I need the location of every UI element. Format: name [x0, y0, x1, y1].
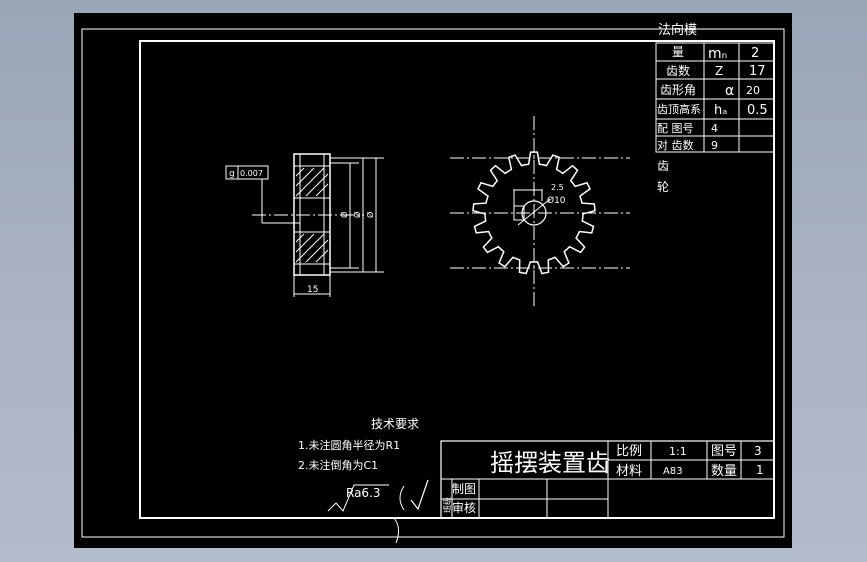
- material-value: A83: [663, 466, 683, 477]
- outer-frame: [81, 28, 785, 538]
- drawing-no-label: 图号: [711, 444, 737, 459]
- bore-circle: [521, 200, 547, 226]
- scale-value: 1:1: [669, 445, 687, 458]
- param-symbol-pressure-angle: α: [725, 83, 734, 99]
- tech-req-item-1: 1.未注圆角半径为R1: [298, 438, 400, 452]
- param-symbol-module: mₙ: [708, 46, 727, 62]
- tech-req-title: 技术要求: [371, 417, 419, 431]
- param-value-mate-drawing: 4: [711, 122, 718, 135]
- tech-req-item-2: 2.未注倒角为C1: [298, 458, 378, 472]
- width-dimension: 15: [307, 285, 318, 295]
- dim-label-1: Ø: [339, 212, 349, 218]
- front-view: 2.5 Ø10: [450, 116, 630, 308]
- tolerance-value: 0.007: [240, 169, 263, 178]
- param-label-module: 量: [672, 45, 684, 59]
- dim-label-2: Ø: [352, 212, 362, 218]
- dim-label-3: Ø: [365, 212, 375, 218]
- open-paren-icon: [399, 485, 405, 511]
- keyway: [513, 205, 525, 221]
- title-block: 摇摆装置齿 比例 1:1 图号 3 材料 A83 数量 1 制图 审核 班级: [440, 440, 775, 519]
- svg-text:g: g: [229, 169, 235, 179]
- param-label-mate-drawing: 配 图号: [657, 122, 694, 135]
- side-note-1: 齿: [657, 159, 669, 173]
- param-value-addendum: 0.5: [747, 103, 768, 118]
- side-label: 班级: [442, 497, 452, 513]
- keyway-dimension: 2.5: [551, 183, 564, 192]
- param-symbol-addendum: hₐ: [714, 103, 727, 118]
- param-symbol-teeth: Z: [715, 64, 723, 78]
- tolerance-frame: g 0.007: [225, 165, 300, 224]
- param-table: 法向模 量 mₙ 2 齿数 Z 17 齿形角 α 20 齿顶高系 hₐ 0.5 …: [655, 22, 775, 194]
- param-value-pressure-angle: 20: [746, 84, 760, 97]
- scale-label: 比例: [616, 444, 642, 459]
- roughness-symbol: [327, 484, 389, 512]
- param-label-teeth: 齿数: [666, 63, 690, 78]
- param-value-teeth: 17: [749, 64, 766, 79]
- param-table-header: 法向模: [658, 22, 697, 38]
- cad-canvas: 法向模 量 mₙ 2 齿数 Z 17 齿形角 α 20 齿顶高系 hₐ 0.5 …: [81, 22, 785, 544]
- tech-requirements: 技术要求 1.未注圆角半径为R1 2.未注倒角为C1 Ra6.3: [298, 417, 429, 544]
- check-mark-icon: [410, 479, 429, 511]
- qty-value: 1: [756, 463, 764, 477]
- drawing-no-value: 3: [754, 444, 762, 458]
- part-name: 摇摆装置齿: [490, 449, 610, 477]
- drawn-label: 制图: [452, 482, 476, 496]
- param-label-pressure-angle: 齿形角: [660, 83, 696, 97]
- param-value-mate-teeth: 9: [711, 139, 718, 152]
- section-view: Ø Ø Ø 15 g 0.007: [225, 153, 384, 297]
- roughness-value: Ra6.3: [346, 486, 381, 500]
- bore-dimension: Ø10: [547, 195, 566, 206]
- param-value-module: 2: [751, 46, 759, 61]
- material-label: 材料: [616, 464, 642, 479]
- qty-label: 数量: [711, 464, 737, 479]
- gear-outline: [472, 151, 596, 275]
- close-paren-icon: [393, 517, 400, 544]
- drawing-sheet: 法向模 量 mₙ 2 齿数 Z 17 齿形角 α 20 齿顶高系 hₐ 0.5 …: [74, 13, 792, 548]
- param-label-mate-teeth: 对 齿数: [657, 138, 694, 152]
- checked-label: 审核: [452, 500, 476, 515]
- side-note-2: 轮: [657, 180, 669, 194]
- param-label-addendum: 齿顶高系: [657, 102, 701, 116]
